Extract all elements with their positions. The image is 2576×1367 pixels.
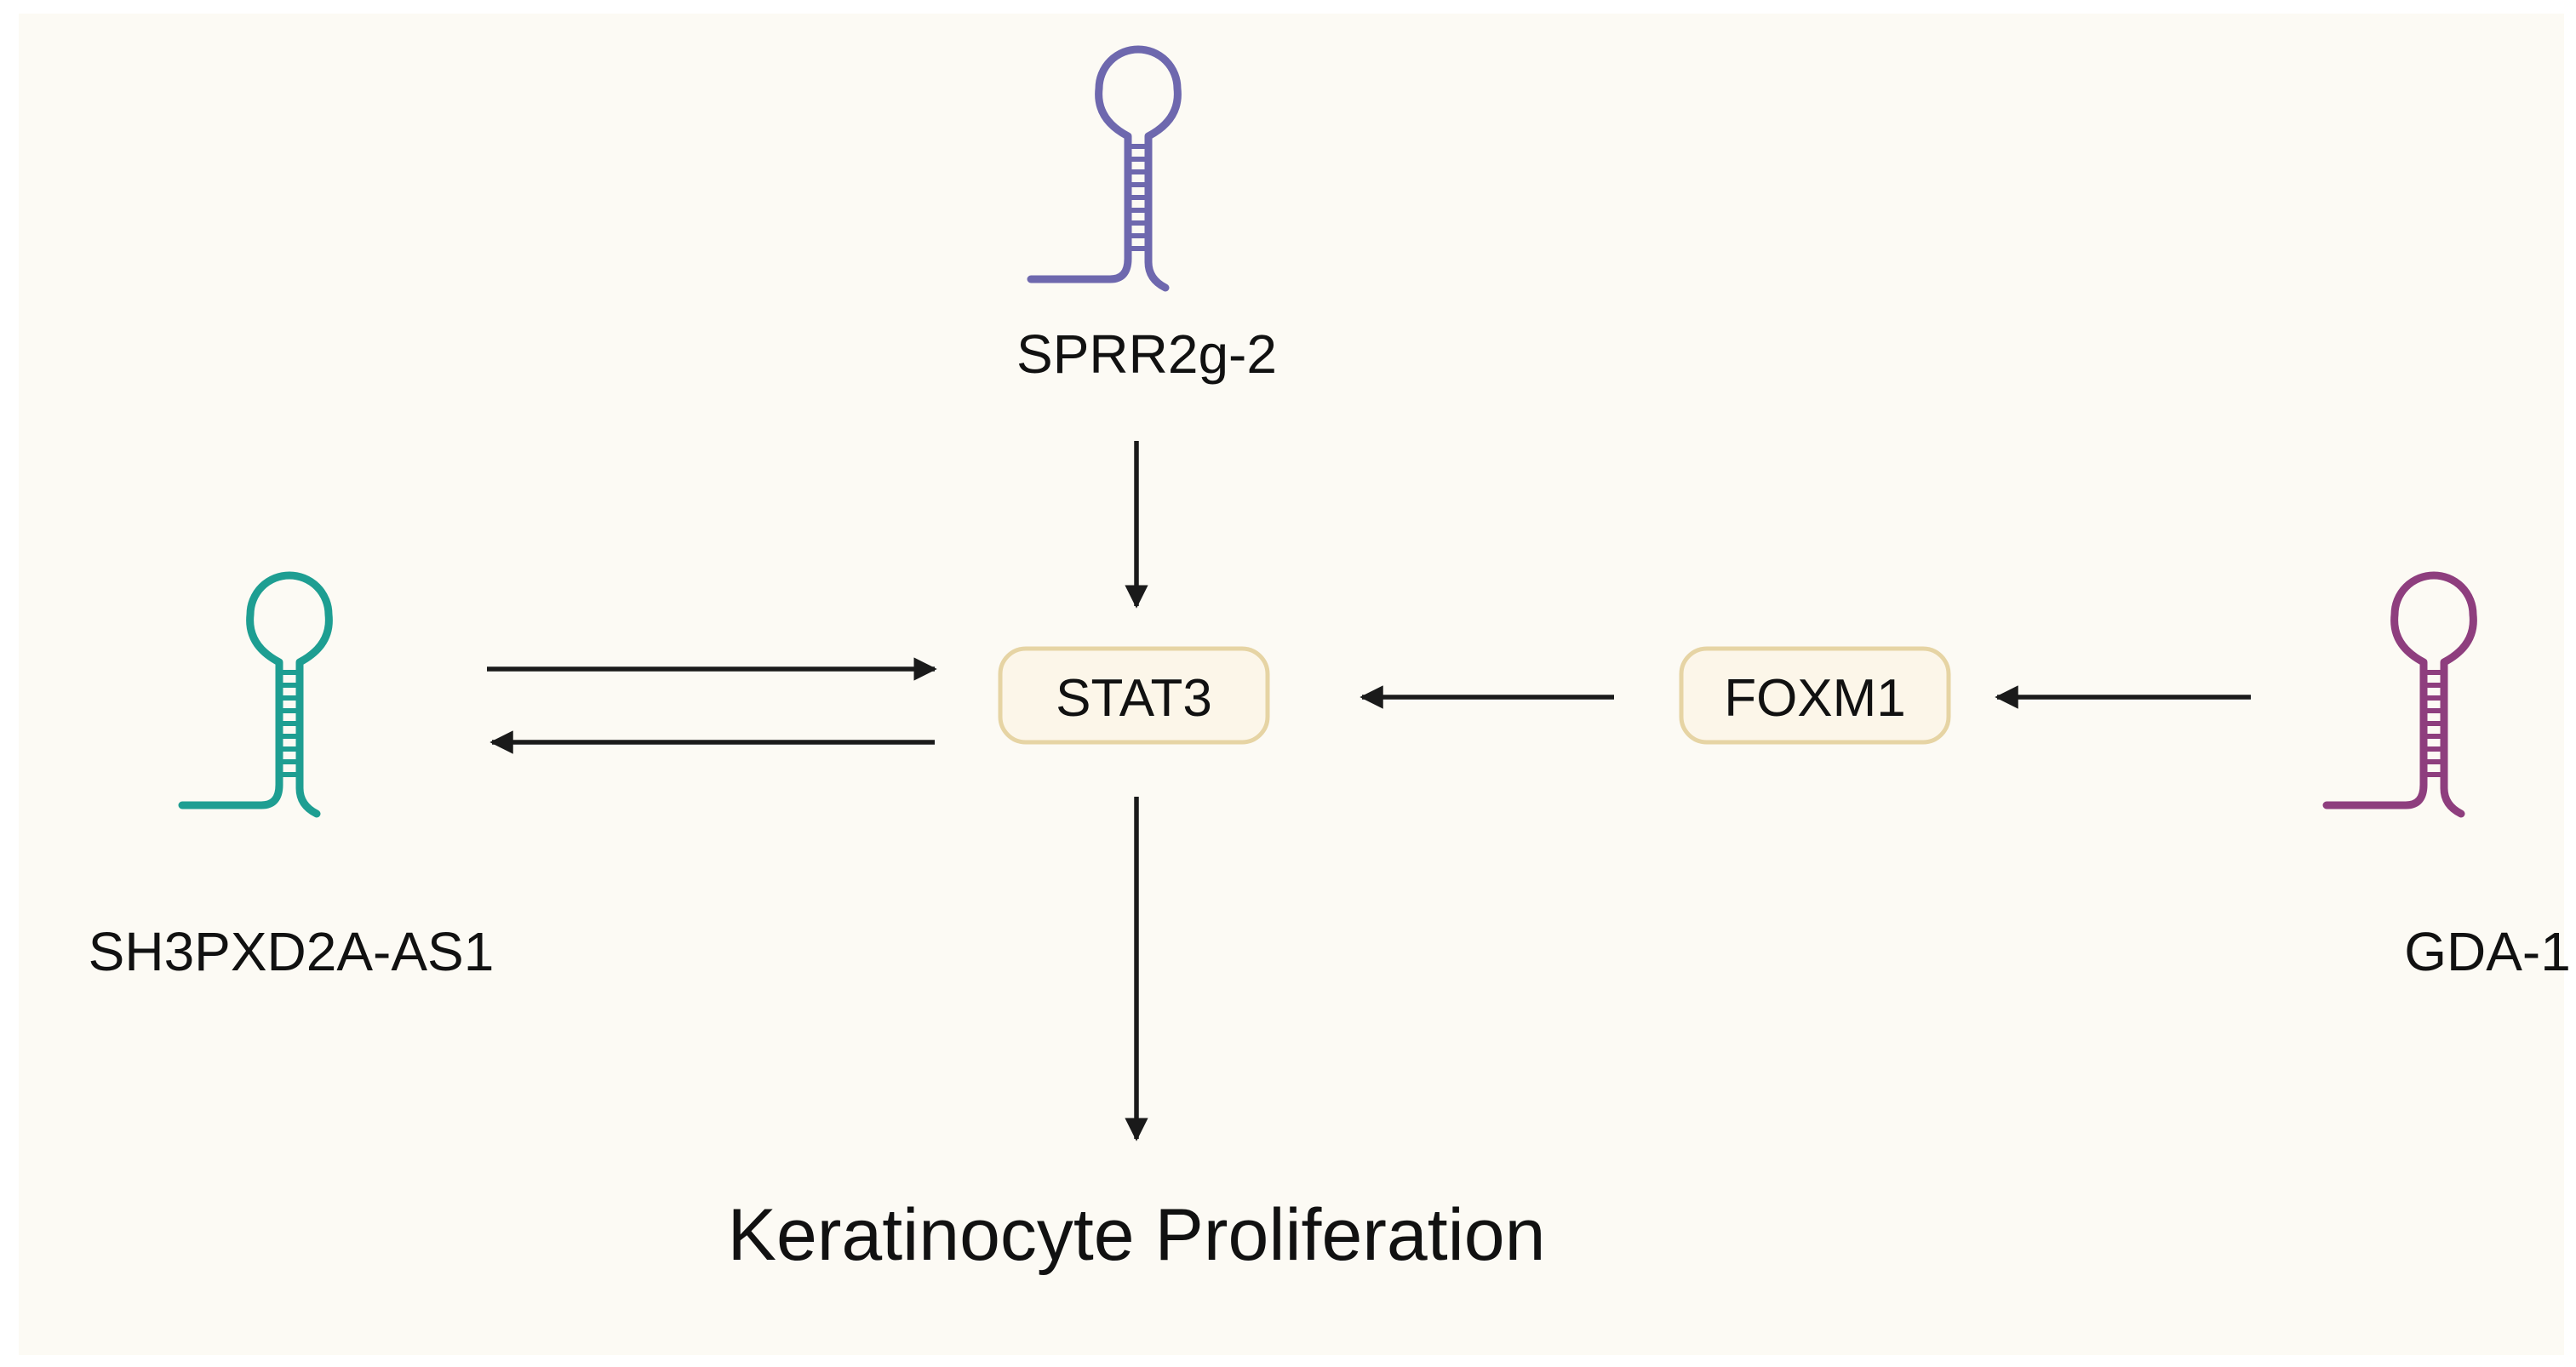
foxm1-box: [1679, 646, 1951, 745]
sprr2g-2-hairpin-icon: [1027, 45, 1182, 292]
sprr2g-2-label: SPRR2g-2: [1016, 323, 1277, 385]
sh3pxd2a-as1-label: SH3PXD2A-AS1: [89, 921, 495, 982]
foxm1-node: FOXM1: [1679, 646, 1951, 745]
keratinocyte-proliferation-label: Keratinocyte Proliferation: [728, 1194, 1546, 1276]
sh3pxd2a-as1-hairpin-icon: [178, 571, 333, 818]
stat3-node: STAT3: [998, 646, 1270, 745]
foxm1-label: FOXM1: [1724, 669, 1906, 728]
stat3-label: STAT3: [1056, 669, 1212, 728]
stat3-box: [998, 646, 1270, 745]
gda-1-hairpin-icon: [2322, 571, 2477, 818]
gda-1-label: GDA-1: [2404, 921, 2571, 982]
diagram-background: [19, 14, 2564, 1355]
